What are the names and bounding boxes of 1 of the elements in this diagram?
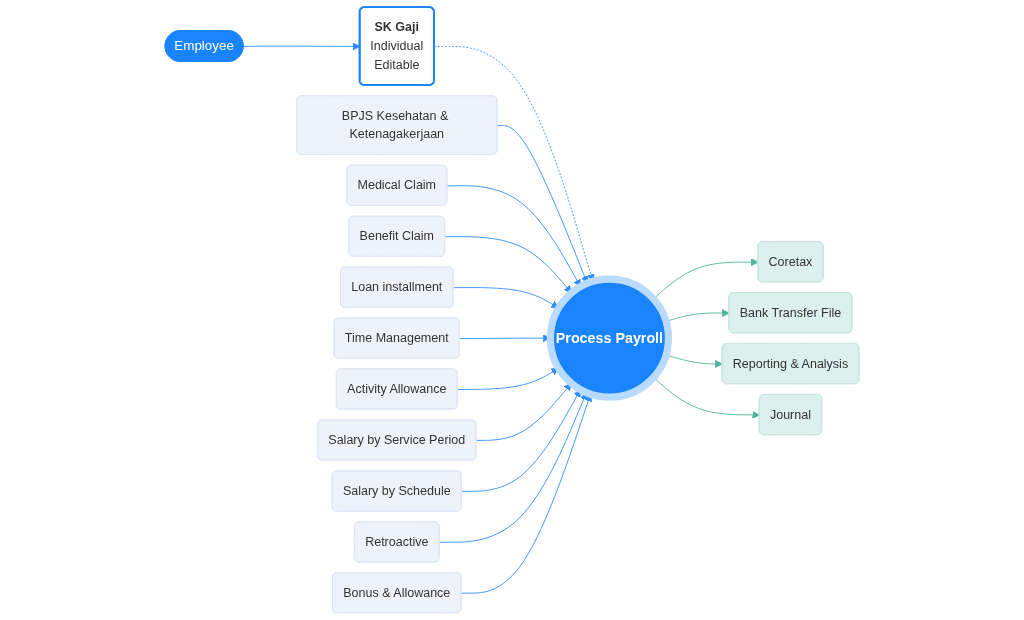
node-circle: Process Payroll: [546, 275, 672, 401]
